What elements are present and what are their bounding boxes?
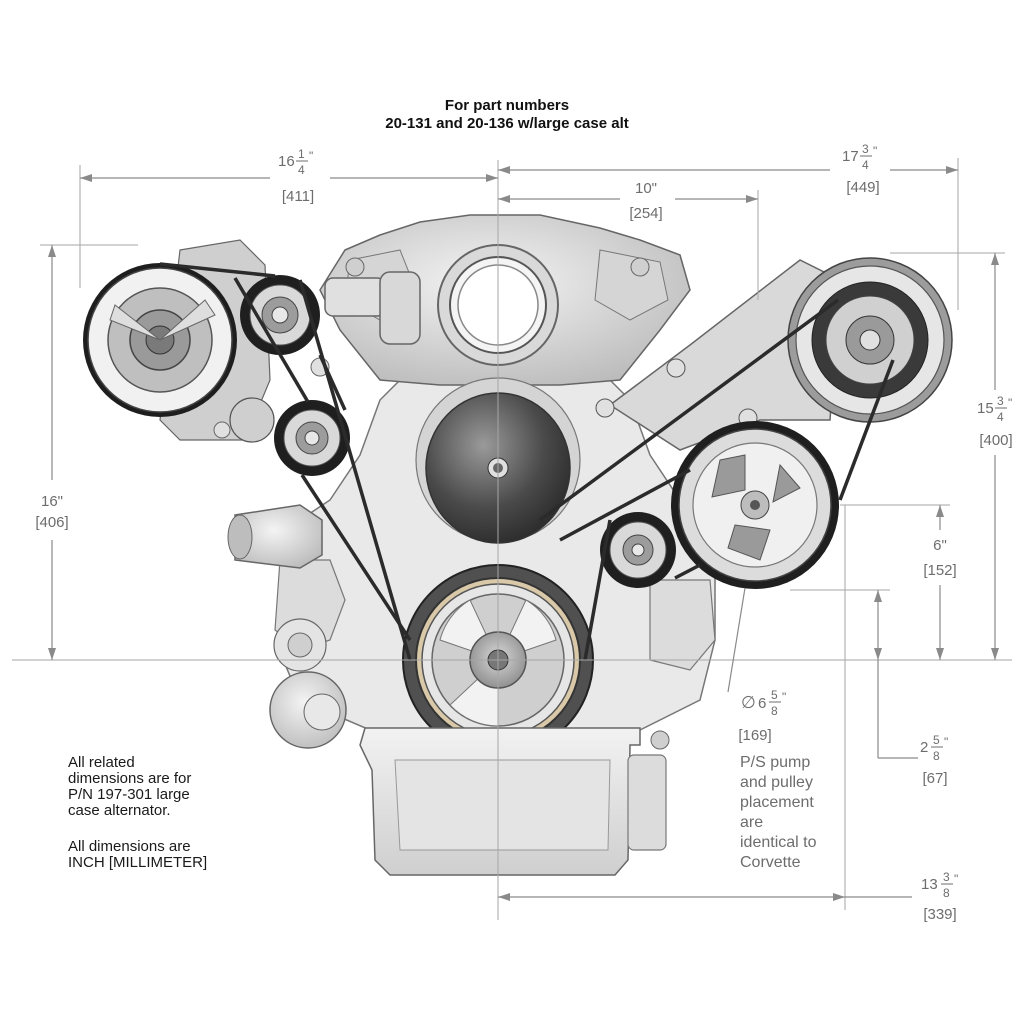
svg-text:P/S pump: P/S pump — [740, 754, 810, 771]
dim-16: 16" [406] — [35, 493, 68, 531]
svg-text:6: 6 — [758, 695, 766, 712]
title-line-1: For part numbers — [445, 97, 569, 114]
svg-text:identical to: identical to — [740, 834, 817, 851]
left-low-accessory — [269, 618, 347, 749]
svg-text:8: 8 — [943, 886, 950, 900]
left-tensioner — [213, 357, 330, 443]
svg-text:2: 2 — [920, 739, 928, 756]
right-idler — [600, 512, 676, 588]
svg-text:4: 4 — [862, 158, 869, 172]
svg-text:13: 13 — [921, 876, 938, 893]
dim-13-3-8: 13 3 8 " [339] — [921, 870, 958, 923]
alternator — [595, 257, 953, 451]
svg-text:∅: ∅ — [741, 693, 756, 712]
left-idler-lower — [274, 400, 350, 476]
svg-text:INCH [MILLIMETER]: INCH [MILLIMETER] — [68, 854, 207, 871]
oil-pan — [359, 727, 670, 876]
svg-text:": " — [954, 872, 958, 886]
svg-text:All dimensions are: All dimensions are — [68, 838, 191, 855]
units-note: All dimensions are INCH [MILLIMETER] — [68, 838, 207, 871]
svg-text:placement: placement — [740, 794, 814, 811]
serpentine-belt — [159, 262, 895, 661]
ps-pulley — [671, 421, 839, 589]
dim-6: 6" [152] — [923, 537, 956, 579]
svg-text:[152]: [152] — [923, 562, 956, 579]
svg-text:": " — [782, 690, 786, 704]
engine-illustration — [83, 214, 953, 876]
title-line-2: 20-131 and 20-136 w/large case alt — [385, 115, 628, 132]
svg-text:P/N 197-301 large: P/N 197-301 large — [68, 786, 190, 803]
svg-text:17: 17 — [842, 148, 859, 165]
related-note: All related dimensions are for P/N 197-3… — [68, 754, 191, 819]
block-right-detail — [649, 579, 716, 671]
svg-text:6": 6" — [933, 537, 947, 554]
svg-text:and pulley: and pulley — [740, 774, 813, 791]
intake-runner-right — [594, 249, 669, 321]
svg-text:Corvette: Corvette — [740, 854, 801, 871]
svg-text:8: 8 — [771, 704, 778, 718]
svg-text:[406]: [406] — [35, 514, 68, 531]
svg-text:16": 16" — [41, 493, 63, 510]
svg-text:3: 3 — [862, 142, 869, 156]
svg-text:5: 5 — [771, 688, 778, 702]
svg-text:8: 8 — [933, 749, 940, 763]
svg-text:": " — [1008, 396, 1012, 410]
svg-text:1: 1 — [298, 147, 305, 161]
svg-text:4: 4 — [298, 163, 305, 177]
dimension-lines — [12, 158, 1012, 920]
dim-17-3-4: 17 3 4 " [449] — [842, 142, 880, 196]
ps-note: P/S pump and pulley placement are identi… — [740, 754, 817, 871]
svg-text:[339]: [339] — [923, 906, 956, 923]
svg-text:": " — [309, 149, 313, 163]
svg-text:": " — [873, 144, 877, 158]
dim-2-5-8: 2 5 8 " [67] — [920, 733, 948, 787]
ac-compressor — [83, 239, 271, 441]
coolant-outlet — [227, 504, 323, 569]
engine-block — [274, 359, 716, 731]
svg-text:[411]: [411] — [282, 188, 314, 205]
svg-text:3: 3 — [997, 394, 1004, 408]
dim-10: 10" [254] — [629, 180, 662, 222]
svg-text:[400]: [400] — [979, 432, 1012, 449]
svg-text:10": 10" — [635, 180, 657, 197]
svg-text:[169]: [169] — [738, 727, 771, 744]
left-idler-upper — [240, 275, 320, 355]
throttle-sensor — [324, 257, 650, 345]
svg-text:3: 3 — [943, 870, 950, 884]
svg-text:16: 16 — [278, 153, 295, 170]
svg-text:5: 5 — [933, 733, 940, 747]
svg-text:[254]: [254] — [629, 205, 662, 222]
dim-15-3-4: 15 3 4 " [400] — [977, 394, 1013, 449]
dim-16-1-4: 16 1 4 " [411] — [278, 147, 314, 205]
svg-text:All related: All related — [68, 754, 135, 771]
svg-text:are: are — [740, 814, 763, 831]
svg-text:4: 4 — [997, 410, 1004, 424]
svg-text:[449]: [449] — [846, 179, 879, 196]
svg-text:dimensions are for: dimensions are for — [68, 770, 191, 787]
svg-text:": " — [944, 735, 948, 749]
svg-text:15: 15 — [977, 400, 994, 417]
svg-text:case alternator.: case alternator. — [68, 802, 171, 819]
svg-text:[67]: [67] — [922, 770, 947, 787]
dim-dia-6-5-8: ∅ 6 5 8 " [169] — [738, 688, 786, 744]
title: For part numbers 20-131 and 20-136 w/lar… — [385, 97, 628, 132]
